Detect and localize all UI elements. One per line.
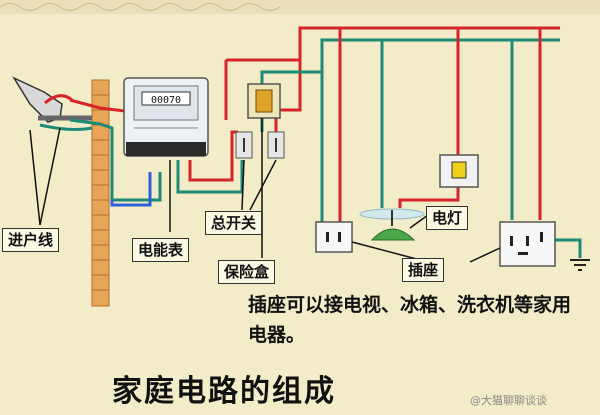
label-meter: 电能表 bbox=[132, 238, 190, 262]
ground-symbol bbox=[570, 259, 590, 271]
border-pattern bbox=[0, 3, 281, 11]
fuse-live-up bbox=[274, 60, 302, 132]
live-bus bbox=[224, 26, 560, 120]
meter-to-switch-live bbox=[188, 130, 238, 182]
meter-to-switch-neutral bbox=[176, 160, 244, 194]
socket-left bbox=[315, 221, 353, 253]
earth-wire bbox=[110, 172, 152, 207]
incoming-neutral-wire bbox=[69, 118, 162, 202]
socket2-earth-wire bbox=[555, 238, 582, 258]
brick-lines bbox=[92, 94, 109, 291]
neutral-bus bbox=[260, 38, 560, 132]
label-main-switch: 总开关 bbox=[205, 211, 263, 235]
ceiling-lamp bbox=[359, 208, 425, 241]
meter-reading: 00070 bbox=[151, 95, 181, 106]
label-lamp: 电灯 bbox=[426, 206, 469, 230]
drop-lamp-switch bbox=[398, 186, 460, 208]
incoming-insulator bbox=[12, 76, 93, 131]
explanation-note: 插座可以接电视、冰箱、洗衣机等家用电器。 bbox=[248, 294, 572, 346]
fuse-box bbox=[247, 83, 281, 119]
brick-wall bbox=[91, 79, 110, 307]
label-fuse-box: 保险盒 bbox=[218, 260, 276, 284]
main-switch bbox=[235, 131, 285, 159]
diagram-title: 家庭电路的组成 bbox=[112, 374, 336, 409]
label-incoming-line: 进户线 bbox=[2, 228, 60, 252]
label-socket: 插座 bbox=[402, 258, 445, 282]
energy-meter bbox=[123, 77, 209, 157]
watermark: @大猫聊聊谈谈 bbox=[470, 394, 547, 407]
socket-right bbox=[499, 221, 556, 267]
lamp-switch bbox=[439, 154, 479, 188]
top-border-band bbox=[0, 0, 600, 14]
